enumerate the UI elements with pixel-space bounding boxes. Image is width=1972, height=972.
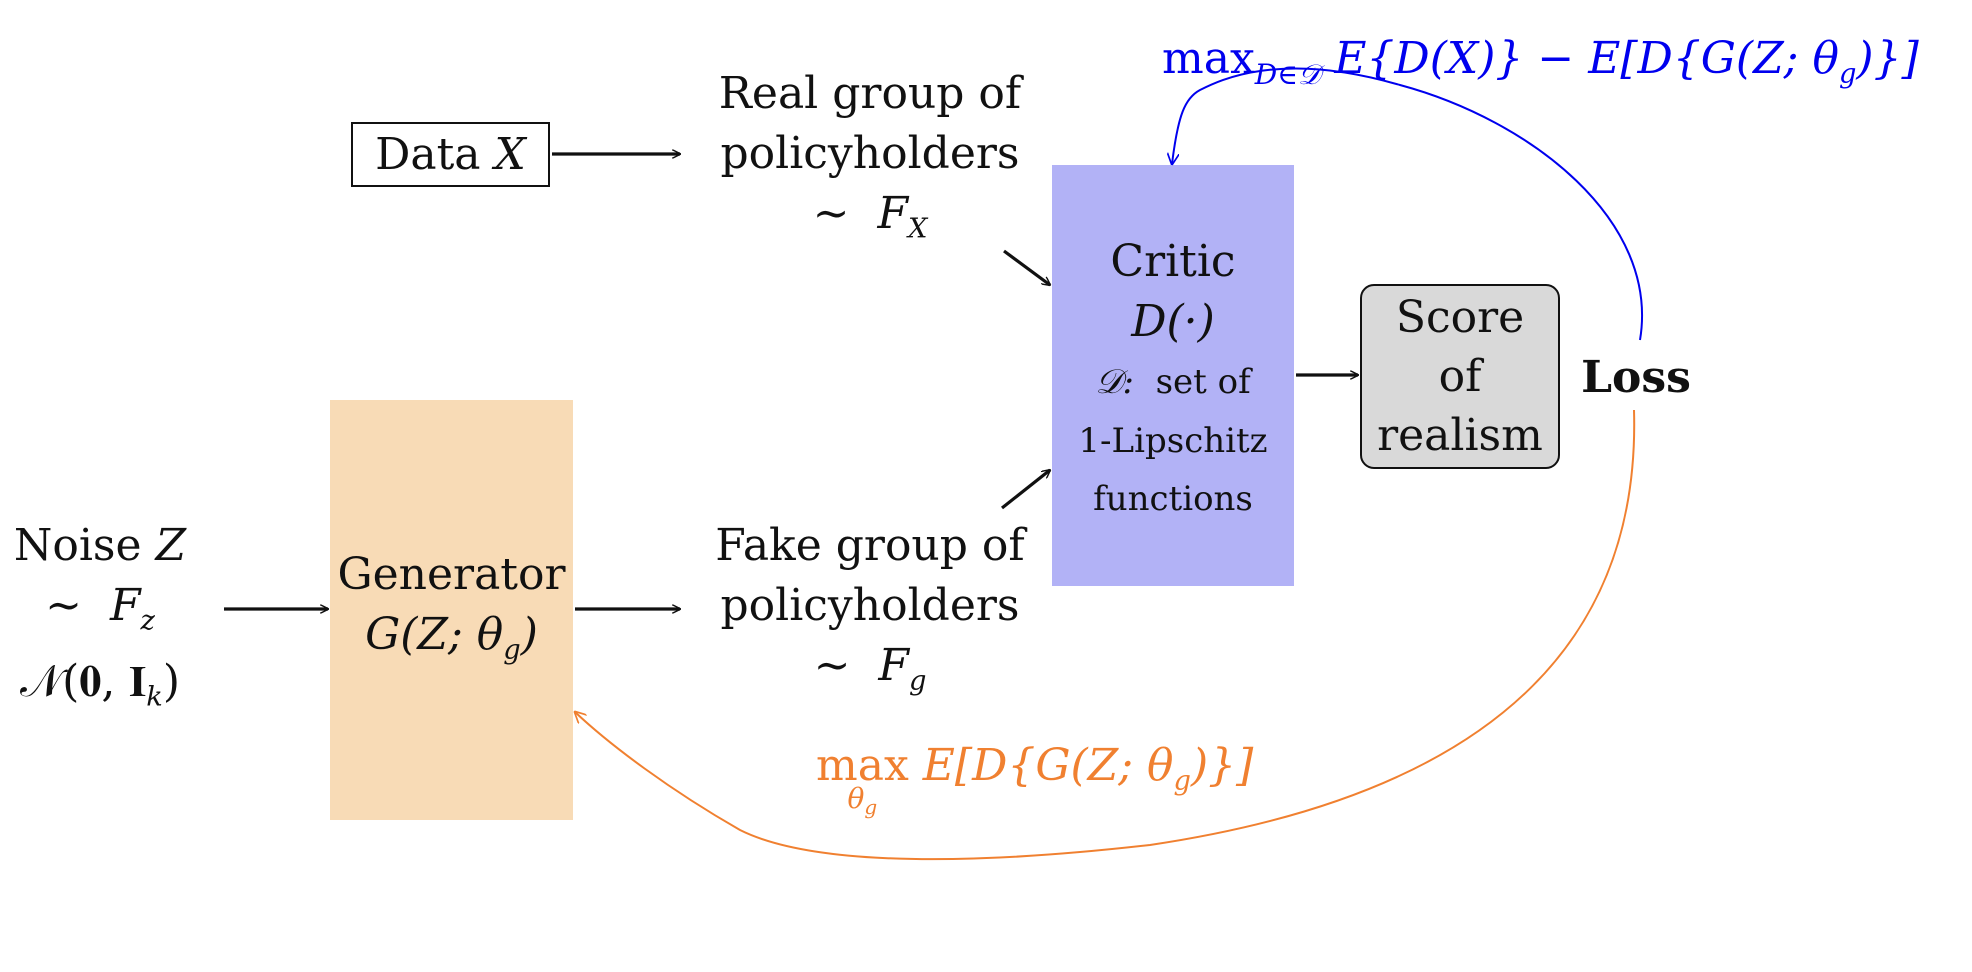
critic-lipschitz: 1-Lipschitz	[1078, 421, 1268, 461]
real-group-line2: policyholders	[720, 128, 1020, 179]
real-group-dist: ∼ FX	[812, 188, 928, 245]
fake-group-line1: Fake group of	[715, 520, 1025, 571]
feedback-generator-curve	[575, 409, 1636, 861]
fake-group-line2: policyholders	[720, 580, 1020, 631]
real-group-line1: Real group of	[718, 68, 1022, 119]
critic-set: 𝒟: set of	[1095, 362, 1251, 402]
feedback-critic-curve	[1172, 67, 1643, 341]
arrow-fake-to-critic	[1001, 470, 1050, 510]
critic-box	[1052, 165, 1294, 586]
critic-objective: maxD∈𝒟 E{D(X)} − E[D{G(Z; θg)}]	[1162, 33, 1919, 92]
noise-dist: ∼ Fz	[45, 580, 155, 637]
score-box	[1360, 284, 1560, 469]
score-line3: realism	[1377, 410, 1543, 461]
critic-title: Critic	[1110, 236, 1236, 287]
score-line1: Score	[1395, 292, 1525, 343]
data-box: Data X	[351, 122, 550, 187]
generator-title: Generator	[337, 549, 566, 600]
fake-group-dist: ∼ Fg	[813, 640, 927, 697]
data-label: Data X	[375, 129, 526, 180]
noise-line1: Noise Z	[13, 520, 187, 571]
score-line2: of	[1438, 351, 1482, 402]
generator-label: Generator G(Z; θg)	[330, 545, 573, 681]
generator-box	[330, 400, 573, 820]
score-label: Score of realism	[1360, 288, 1560, 465]
noise-label: Noise Z ∼ Fz 𝒩(𝟎, 𝐈k)	[0, 516, 200, 727]
loss-label: Loss	[1581, 352, 1691, 403]
fake-group-label: Fake group of policyholders ∼ Fg	[700, 516, 1040, 712]
critic-functions: functions	[1093, 479, 1253, 519]
arrow-real-to-critic	[1003, 249, 1050, 285]
generator-formula: G(Z; θg)	[365, 609, 538, 666]
critic-formula: D(·)	[1131, 296, 1215, 347]
noise-normal: 𝒩(𝟎, 𝐈k)	[20, 655, 180, 713]
critic-label: Critic D(·) 𝒟: set of 1-Lipschitz functi…	[1052, 232, 1294, 528]
generator-objective: max θg E[D{G(Z; θg)}]	[816, 740, 1254, 819]
real-group-label: Real group of policyholders ∼ FX	[700, 64, 1040, 260]
